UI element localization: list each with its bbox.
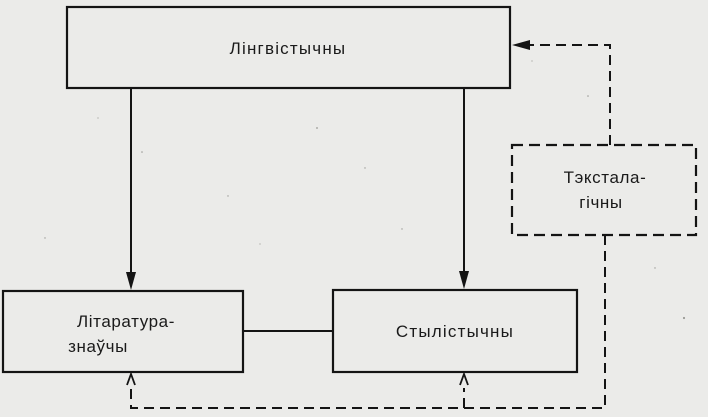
node-literary: Літаратура- знаўчы [1, 289, 245, 374]
node-linguistic-frame [65, 5, 512, 90]
node-linguistic: Лінгвістычны [65, 5, 512, 90]
edge-linguistic-stylistic [459, 88, 469, 289]
node-stylistic: Стылістычны [331, 288, 579, 374]
edge-linguistic-literary [126, 88, 136, 290]
node-literary-label-line2: знаўчы [68, 337, 128, 356]
edge-textological-linguistic [512, 40, 611, 145]
arrow-down-icon [126, 272, 136, 290]
arrow-up-icon [459, 371, 469, 386]
node-literary-frame [1, 289, 245, 374]
node-textological-frame [510, 143, 698, 237]
edge-textological-bottom-loop [126, 235, 606, 409]
node-textological-label-line1: Тэкстала- [564, 168, 647, 187]
arrow-left-icon [512, 40, 530, 50]
node-literary-label-line1: Літаратура- [77, 312, 175, 331]
node-linguistic-label: Лінгвістычны [230, 39, 347, 58]
arrow-down-icon [459, 271, 469, 289]
node-textological: Тэкстала- гічны [510, 143, 698, 237]
arrow-up-icon [126, 371, 136, 386]
paper-texture [44, 60, 686, 320]
node-stylistic-label: Стылістычны [396, 322, 514, 341]
node-textological-label-line2: гічны [579, 193, 622, 212]
